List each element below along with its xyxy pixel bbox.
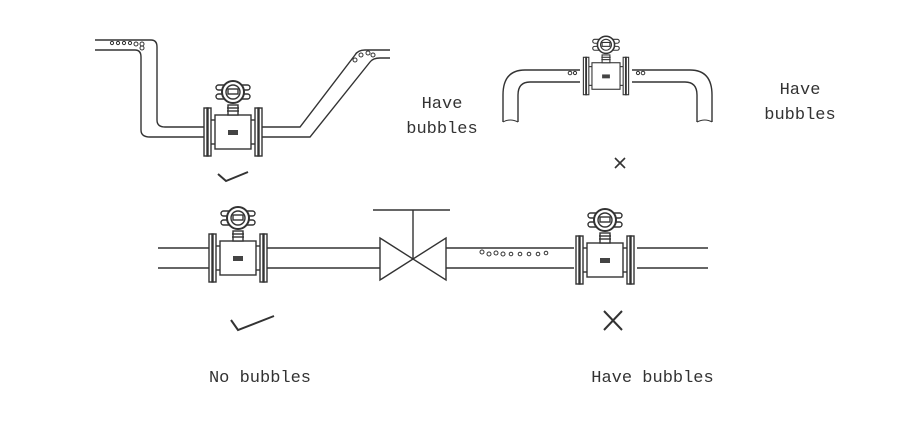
note-line: bubbles: [764, 106, 836, 125]
bottom-right-caption: Have bubbles: [591, 369, 714, 388]
top-left-u-pipe: [95, 39, 390, 183]
flowmeter: [582, 35, 630, 96]
bottom-straight-pipe: [158, 206, 708, 332]
flowmeter: [203, 80, 263, 157]
top-left-note: Have bubbles: [404, 92, 480, 142]
note-line: Have: [779, 81, 821, 100]
flowmeter-no-bubbles: [208, 206, 268, 283]
top-right-arch-pipe: [502, 35, 713, 169]
bubbles: [567, 70, 646, 76]
bubbles: [109, 40, 376, 63]
check-mark-icon: [230, 315, 275, 332]
valve: [373, 209, 450, 282]
note-line: bubbles: [406, 120, 478, 139]
cross-mark-icon: [603, 310, 623, 331]
bottom-left-caption: No bubbles: [208, 369, 312, 388]
cross-mark-icon: [614, 157, 626, 169]
top-right-note: Have bubbles: [760, 78, 840, 128]
note-line: Have: [421, 95, 463, 114]
flowmeter-with-bubbles: [575, 208, 635, 285]
bubbles: [479, 249, 549, 257]
check-mark-icon: [217, 171, 249, 183]
